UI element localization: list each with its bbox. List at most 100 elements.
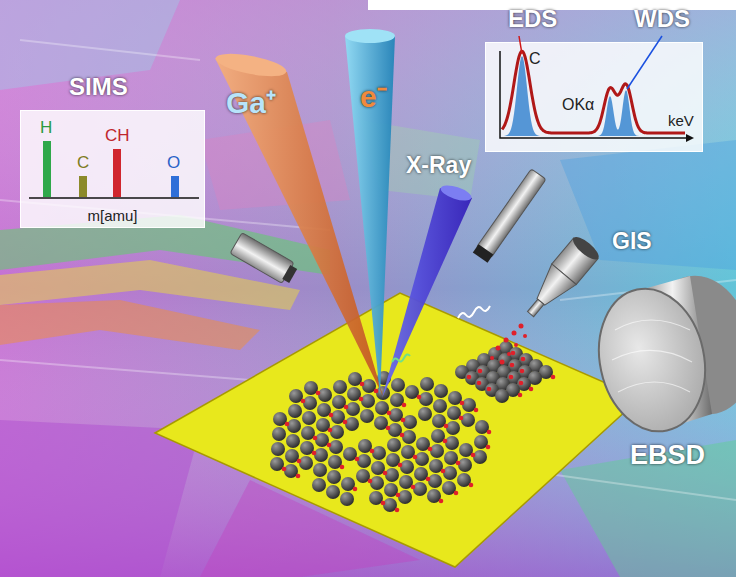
adsorbate [519,381,524,386]
adsorbate [518,393,523,398]
mass-peak [43,141,51,197]
atom [329,440,343,454]
atom [415,452,429,466]
adsorbate [401,418,406,423]
axis-arrow [686,134,694,142]
atom [314,448,328,462]
adsorbate [469,483,474,488]
adsorbate [282,467,287,472]
atom [303,396,317,410]
atom [271,442,285,456]
adsorbate [359,397,364,402]
adsorbate [374,389,379,394]
sims-detector [230,233,299,287]
adsorbate [428,447,433,452]
adsorbate [459,416,464,421]
beam-label: e⁻ [360,80,387,115]
atom [461,413,475,427]
atom [418,407,432,421]
gis-nozzle [518,233,602,324]
ion-beam-top [214,49,288,80]
electron-beam [345,36,395,396]
adsorbate [441,469,446,474]
adsorbate [383,471,388,476]
adsorbate [316,391,321,396]
adsorbate [426,477,431,482]
leader-line [627,36,662,89]
beam-label: X-Ray [406,152,471,178]
mass-peak [113,149,121,197]
photon-wave [458,306,490,318]
adsorbate [478,369,483,374]
adsorbate [396,493,401,498]
adsorbate [477,381,482,386]
wds-peaks [502,56,685,136]
adsorbate [411,485,416,490]
atom [326,485,340,499]
xray-detector [473,169,546,263]
adsorbate [413,455,418,460]
atom [473,450,487,464]
atom [287,419,301,433]
instrument-label: GIS [612,228,652,254]
adsorbate [395,508,400,513]
atom [370,476,384,490]
adsorbate [368,479,373,484]
atom [313,463,327,477]
adsorbate [474,408,479,413]
atom [413,482,427,496]
atom [346,402,360,416]
adsorbate [487,387,492,392]
adsorbate [329,413,334,418]
atom [458,458,472,472]
atom [398,490,412,504]
electron-beam-top [345,29,395,43]
adsorbate [509,375,514,380]
adsorbate [343,420,348,425]
atom [385,468,399,482]
peak-label: O [167,153,180,173]
adsorbate [467,375,472,380]
technique-heading: SIMS [69,73,128,101]
adsorbate [353,487,358,492]
sample-plane [155,293,640,567]
atom [327,470,341,484]
ebsd-detector [586,266,736,441]
adsorbate [370,449,375,454]
adsorbate [511,351,516,356]
adsorbate [355,457,360,462]
atom [299,456,313,470]
adsorbate [487,430,492,435]
atom [434,384,448,398]
adsorbate [471,453,476,458]
adsorbate [312,451,317,456]
xray-beam-top [439,182,473,203]
atom [345,417,359,431]
adsorbate [520,369,525,374]
adsorbate [456,461,461,466]
atom [357,454,371,468]
atom [372,446,386,460]
peak-label: C [77,153,89,173]
adsorbate [387,411,392,416]
adsorbate [521,357,526,362]
atom [403,415,417,429]
adsorbate [398,463,403,468]
xray-spectrum [486,43,704,153]
atom [402,430,416,444]
instrument-label: EBSD [630,440,705,471]
adsorbate [386,426,391,431]
adsorbate [444,424,449,429]
adsorbate [344,405,349,410]
mass-peak [79,176,87,197]
adsorbate [328,428,333,433]
atom [445,436,459,450]
atom [428,474,442,488]
adsorbate [297,459,302,464]
atom [446,421,460,435]
adsorbate [439,499,444,504]
atom [288,404,302,418]
